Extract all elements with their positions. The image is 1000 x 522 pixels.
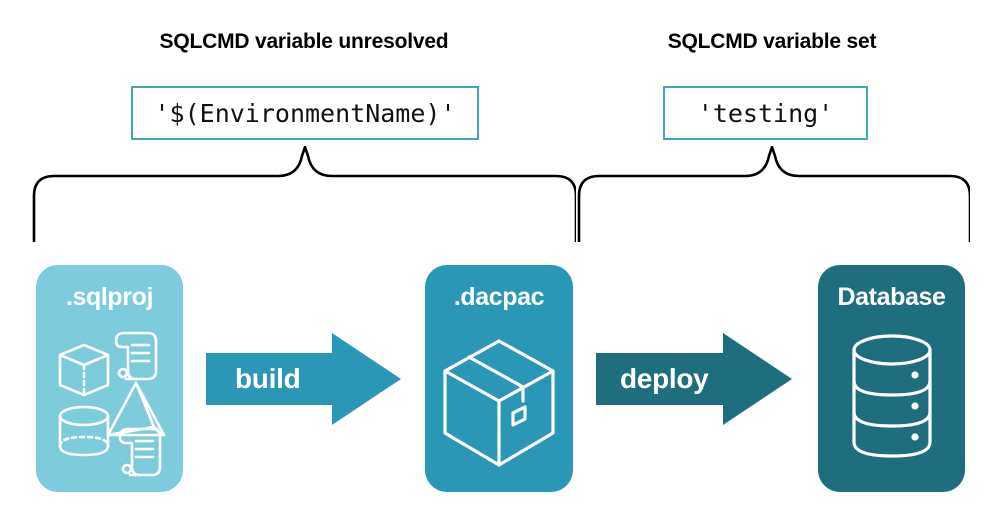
column-heading-set: SQLCMD variable set bbox=[667, 30, 877, 53]
value-box-set: 'testing' bbox=[663, 86, 868, 140]
brace-right bbox=[577, 146, 970, 242]
value-box-unresolved: '$(EnvironmentName)' bbox=[131, 86, 479, 140]
artifact-label-database: Database bbox=[837, 283, 946, 311]
sqlproj-icon-group bbox=[58, 331, 166, 477]
brace-left bbox=[32, 146, 576, 242]
artifact-box-database: Database bbox=[818, 265, 965, 492]
package-box-icon bbox=[443, 339, 555, 467]
column-heading-unresolved: SQLCMD variable unresolved bbox=[159, 30, 449, 53]
cylinder-icon bbox=[58, 405, 110, 457]
scroll-icon bbox=[118, 427, 162, 477]
artifact-box-dacpac: .dacpac bbox=[425, 265, 573, 492]
database-cylinder-icon bbox=[852, 334, 932, 458]
pyramid-icon bbox=[106, 381, 166, 437]
arrow-deploy bbox=[596, 333, 792, 425]
arrow-label-deploy: deploy bbox=[620, 363, 709, 394]
artifact-box-sqlproj: .sqlproj bbox=[36, 265, 183, 492]
scroll-icon bbox=[114, 331, 158, 381]
artifact-label-dacpac: .dacpac bbox=[453, 283, 545, 311]
cube-icon bbox=[58, 343, 110, 397]
artifact-label-sqlproj: .sqlproj bbox=[65, 283, 154, 311]
arrow-label-build: build bbox=[235, 363, 301, 394]
arrow-build bbox=[206, 333, 401, 425]
